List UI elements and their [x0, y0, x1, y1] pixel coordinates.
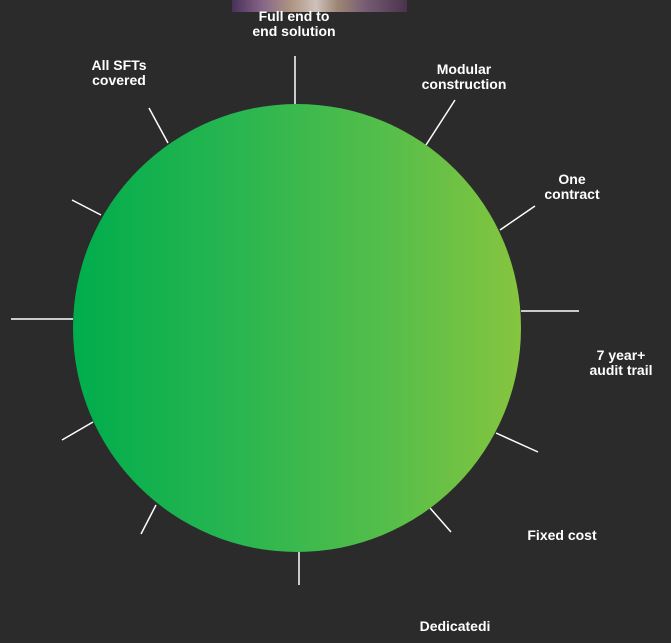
label-line: audit trail: [589, 362, 653, 378]
label-line: 7 year+: [596, 347, 646, 363]
label-all-sfts-covered: All SFTs covered: [78, 58, 160, 88]
connector-top-right: [425, 99, 456, 146]
connector-bottom-right: [429, 507, 452, 533]
connector-left-lower: [61, 421, 94, 441]
label-line: covered: [92, 72, 146, 88]
connector-top-left: [148, 107, 169, 144]
label-modular-construction: Modular construction: [408, 62, 520, 92]
label-line: One: [558, 171, 586, 187]
label-one-contract: One contract: [536, 172, 608, 202]
label-fixed-cost: Fixed cost: [521, 528, 603, 543]
label-line: Dedicatedi: [419, 618, 491, 634]
label-line: Fixed cost: [527, 527, 597, 543]
cropped-image-strip: [232, 0, 407, 12]
label-line: Modular: [436, 61, 492, 77]
label-line: end solution: [252, 23, 336, 39]
label-dedicated: Dedicatedi: [412, 619, 498, 634]
label-line: contract: [544, 186, 600, 202]
label-full-end-to-end: Full end to end solution: [243, 9, 345, 39]
label-seven-year-audit-trail: 7 year+ audit trail: [575, 348, 667, 378]
connector-bottom-left: [140, 504, 157, 535]
label-line: Full end to: [258, 8, 330, 24]
connector-right-upper: [499, 205, 536, 231]
connector-right-lower: [495, 432, 539, 453]
label-line: All SFTs: [91, 57, 147, 73]
central-circle: [73, 104, 521, 552]
connector-left-upper: [71, 199, 102, 216]
label-line: construction: [421, 76, 507, 92]
